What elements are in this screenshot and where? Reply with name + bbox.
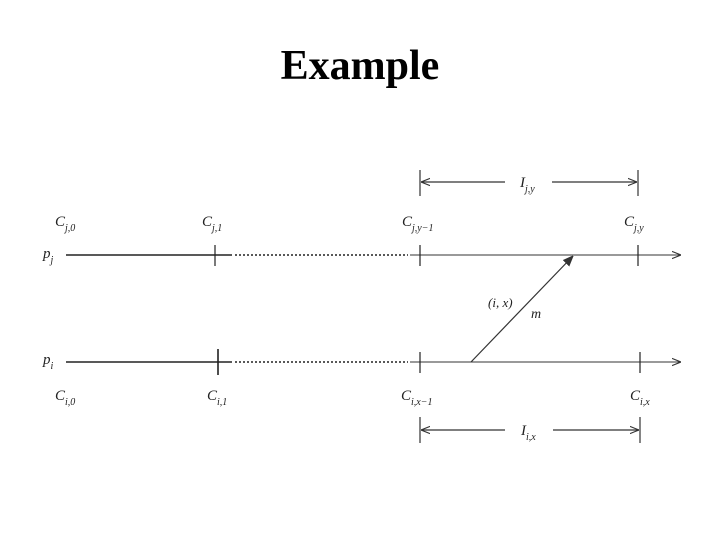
message-arrow	[470, 256, 573, 363]
checkpoint-label-i1: Ci,1	[207, 388, 227, 408]
checkpoint-label-ix-1: Ci,x−1	[401, 388, 432, 408]
process-label-pj: pj	[42, 246, 54, 266]
checkpoint-label-j0: Cj,0	[55, 214, 75, 234]
interval-bottom-label: Ii,x	[520, 423, 536, 443]
checkpoint-label-ix: Ci,x	[630, 388, 650, 408]
timeline-pj	[66, 245, 681, 266]
checkpoint-label-j1: Cj,1	[202, 214, 222, 234]
interval-bottom: Ii,x	[419, 417, 641, 443]
message-event-label: (i, x)	[488, 295, 513, 310]
timeline-pi	[66, 349, 681, 375]
interval-top: Ij,y	[419, 170, 639, 196]
message-label: m	[531, 307, 541, 322]
page-title: Example	[280, 43, 440, 89]
checkpoint-label-jy-1: Cj,y−1	[402, 214, 433, 234]
process-label-pi: pi	[42, 352, 54, 372]
checkpoint-label-i0: Ci,0	[55, 388, 75, 408]
interval-top-label: Ij,y	[519, 175, 535, 195]
checkpoint-label-jy: Cj,y	[624, 214, 644, 234]
